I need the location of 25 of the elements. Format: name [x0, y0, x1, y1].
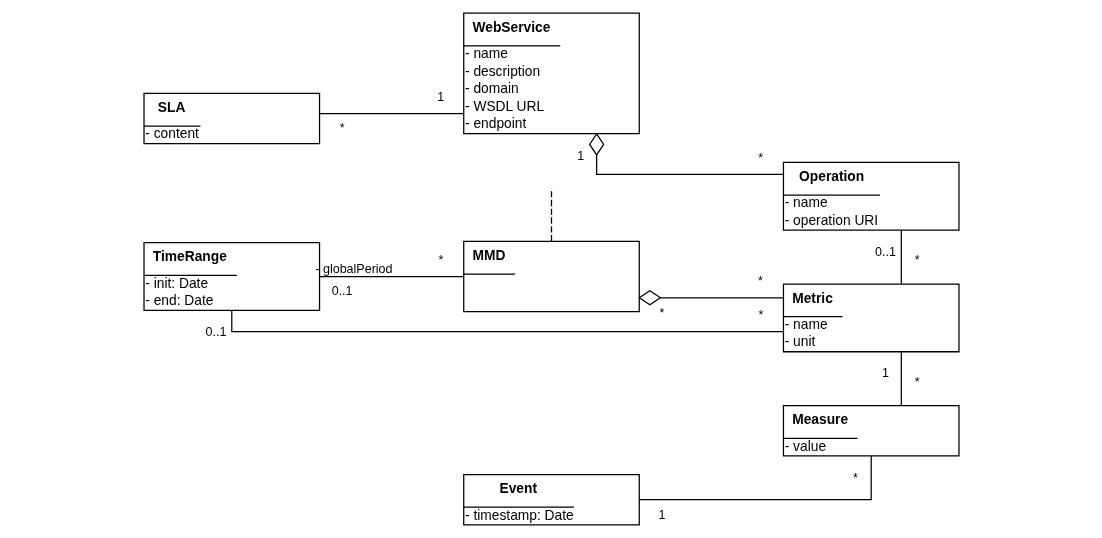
label: *: [757, 274, 763, 289]
label: 1: [881, 366, 889, 381]
label: 0..1: [331, 284, 353, 299]
connector: [900, 351, 902, 407]
label: 1: [436, 89, 444, 104]
label: *: [914, 375, 920, 390]
label: *: [658, 305, 664, 320]
connector: [638, 455, 872, 501]
connector: [318, 275, 464, 278]
label: 0..1: [874, 244, 896, 259]
label: *: [914, 253, 920, 268]
connector: [550, 187, 552, 242]
label: *: [339, 121, 345, 136]
label: *: [757, 308, 763, 322]
connector: [318, 112, 464, 115]
connector: [900, 229, 902, 285]
label: 0..1: [205, 325, 226, 340]
label: *: [852, 470, 858, 485]
label: 1: [576, 148, 584, 163]
label: *: [757, 150, 763, 165]
label: 1: [657, 507, 665, 522]
connector: [230, 309, 784, 333]
connector: [588, 132, 784, 175]
connector: [637, 290, 784, 306]
label: *: [437, 252, 443, 267]
